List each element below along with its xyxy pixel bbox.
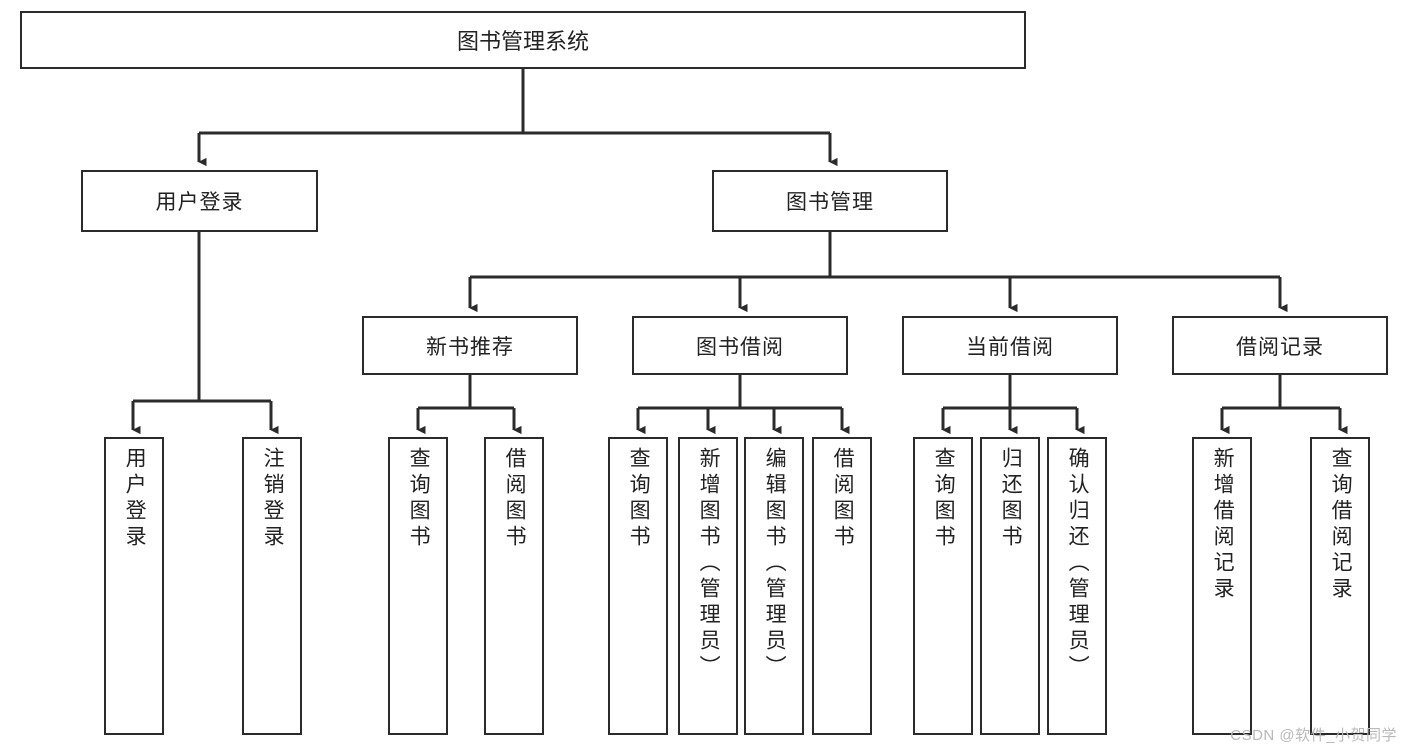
node-new-book-recommend[interactable]: 新书推荐 bbox=[362, 316, 578, 375]
node-label: 查询借阅记录 bbox=[1329, 447, 1353, 603]
node-label: 归还图书 bbox=[999, 447, 1023, 551]
leaf-borrow-record-add[interactable]: 新增借阅记录 bbox=[1192, 437, 1252, 735]
node-label: 查询图书 bbox=[407, 447, 431, 551]
node-borrow-record[interactable]: 借阅记录 bbox=[1172, 316, 1388, 375]
node-user-login[interactable]: 用户登录 bbox=[81, 170, 318, 232]
node-label: 查询图书 bbox=[932, 447, 956, 551]
leaf-user-login-logout[interactable]: 注销登录 bbox=[242, 437, 302, 735]
node-root-system[interactable]: 图书管理系统 bbox=[20, 11, 1026, 69]
leaf-current-borrow-query[interactable]: 查询图书 bbox=[913, 437, 973, 735]
leaf-book-borrow-edit[interactable]: 编辑图书（管理员） bbox=[744, 437, 804, 735]
node-label: 借阅图书 bbox=[503, 447, 527, 551]
leaf-book-borrow-query[interactable]: 查询图书 bbox=[608, 437, 668, 735]
node-label: 图书借阅 bbox=[696, 335, 784, 359]
node-label: 编辑图书（管理员） bbox=[763, 447, 787, 681]
leaf-book-borrow-borrow[interactable]: 借阅图书 bbox=[812, 437, 872, 735]
node-book-borrow[interactable]: 图书借阅 bbox=[632, 316, 848, 375]
node-label: 新增图书（管理员） bbox=[697, 447, 721, 681]
node-label: 图书管理 bbox=[786, 191, 874, 214]
node-label: 注销登录 bbox=[261, 447, 285, 551]
leaf-current-borrow-confirm-return[interactable]: 确认归还（管理员） bbox=[1047, 437, 1107, 735]
node-label: 用户登录 bbox=[155, 191, 244, 214]
watermark-text: CSDN @软件_小贺同学 bbox=[1230, 727, 1397, 744]
node-label: 图书管理系统 bbox=[456, 29, 589, 54]
leaf-current-borrow-return[interactable]: 归还图书 bbox=[980, 437, 1040, 735]
node-label: 借阅记录 bbox=[1236, 335, 1324, 359]
node-label: 借阅图书 bbox=[831, 447, 855, 551]
node-label: 查询图书 bbox=[627, 447, 651, 551]
node-label: 用户登录 bbox=[123, 447, 147, 551]
leaf-borrow-record-query[interactable]: 查询借阅记录 bbox=[1310, 437, 1370, 735]
node-label: 新书推荐 bbox=[426, 335, 514, 359]
node-label: 新增借阅记录 bbox=[1211, 447, 1235, 603]
leaf-new-book-borrow[interactable]: 借阅图书 bbox=[484, 437, 544, 735]
leaf-user-login-login[interactable]: 用户登录 bbox=[104, 437, 164, 735]
leaf-book-borrow-add[interactable]: 新增图书（管理员） bbox=[678, 437, 738, 735]
leaf-new-book-query[interactable]: 查询图书 bbox=[388, 437, 448, 735]
node-label: 确认归还（管理员） bbox=[1066, 447, 1090, 681]
node-current-borrow[interactable]: 当前借阅 bbox=[902, 316, 1118, 375]
node-book-management[interactable]: 图书管理 bbox=[712, 170, 948, 232]
node-label: 当前借阅 bbox=[966, 335, 1054, 359]
